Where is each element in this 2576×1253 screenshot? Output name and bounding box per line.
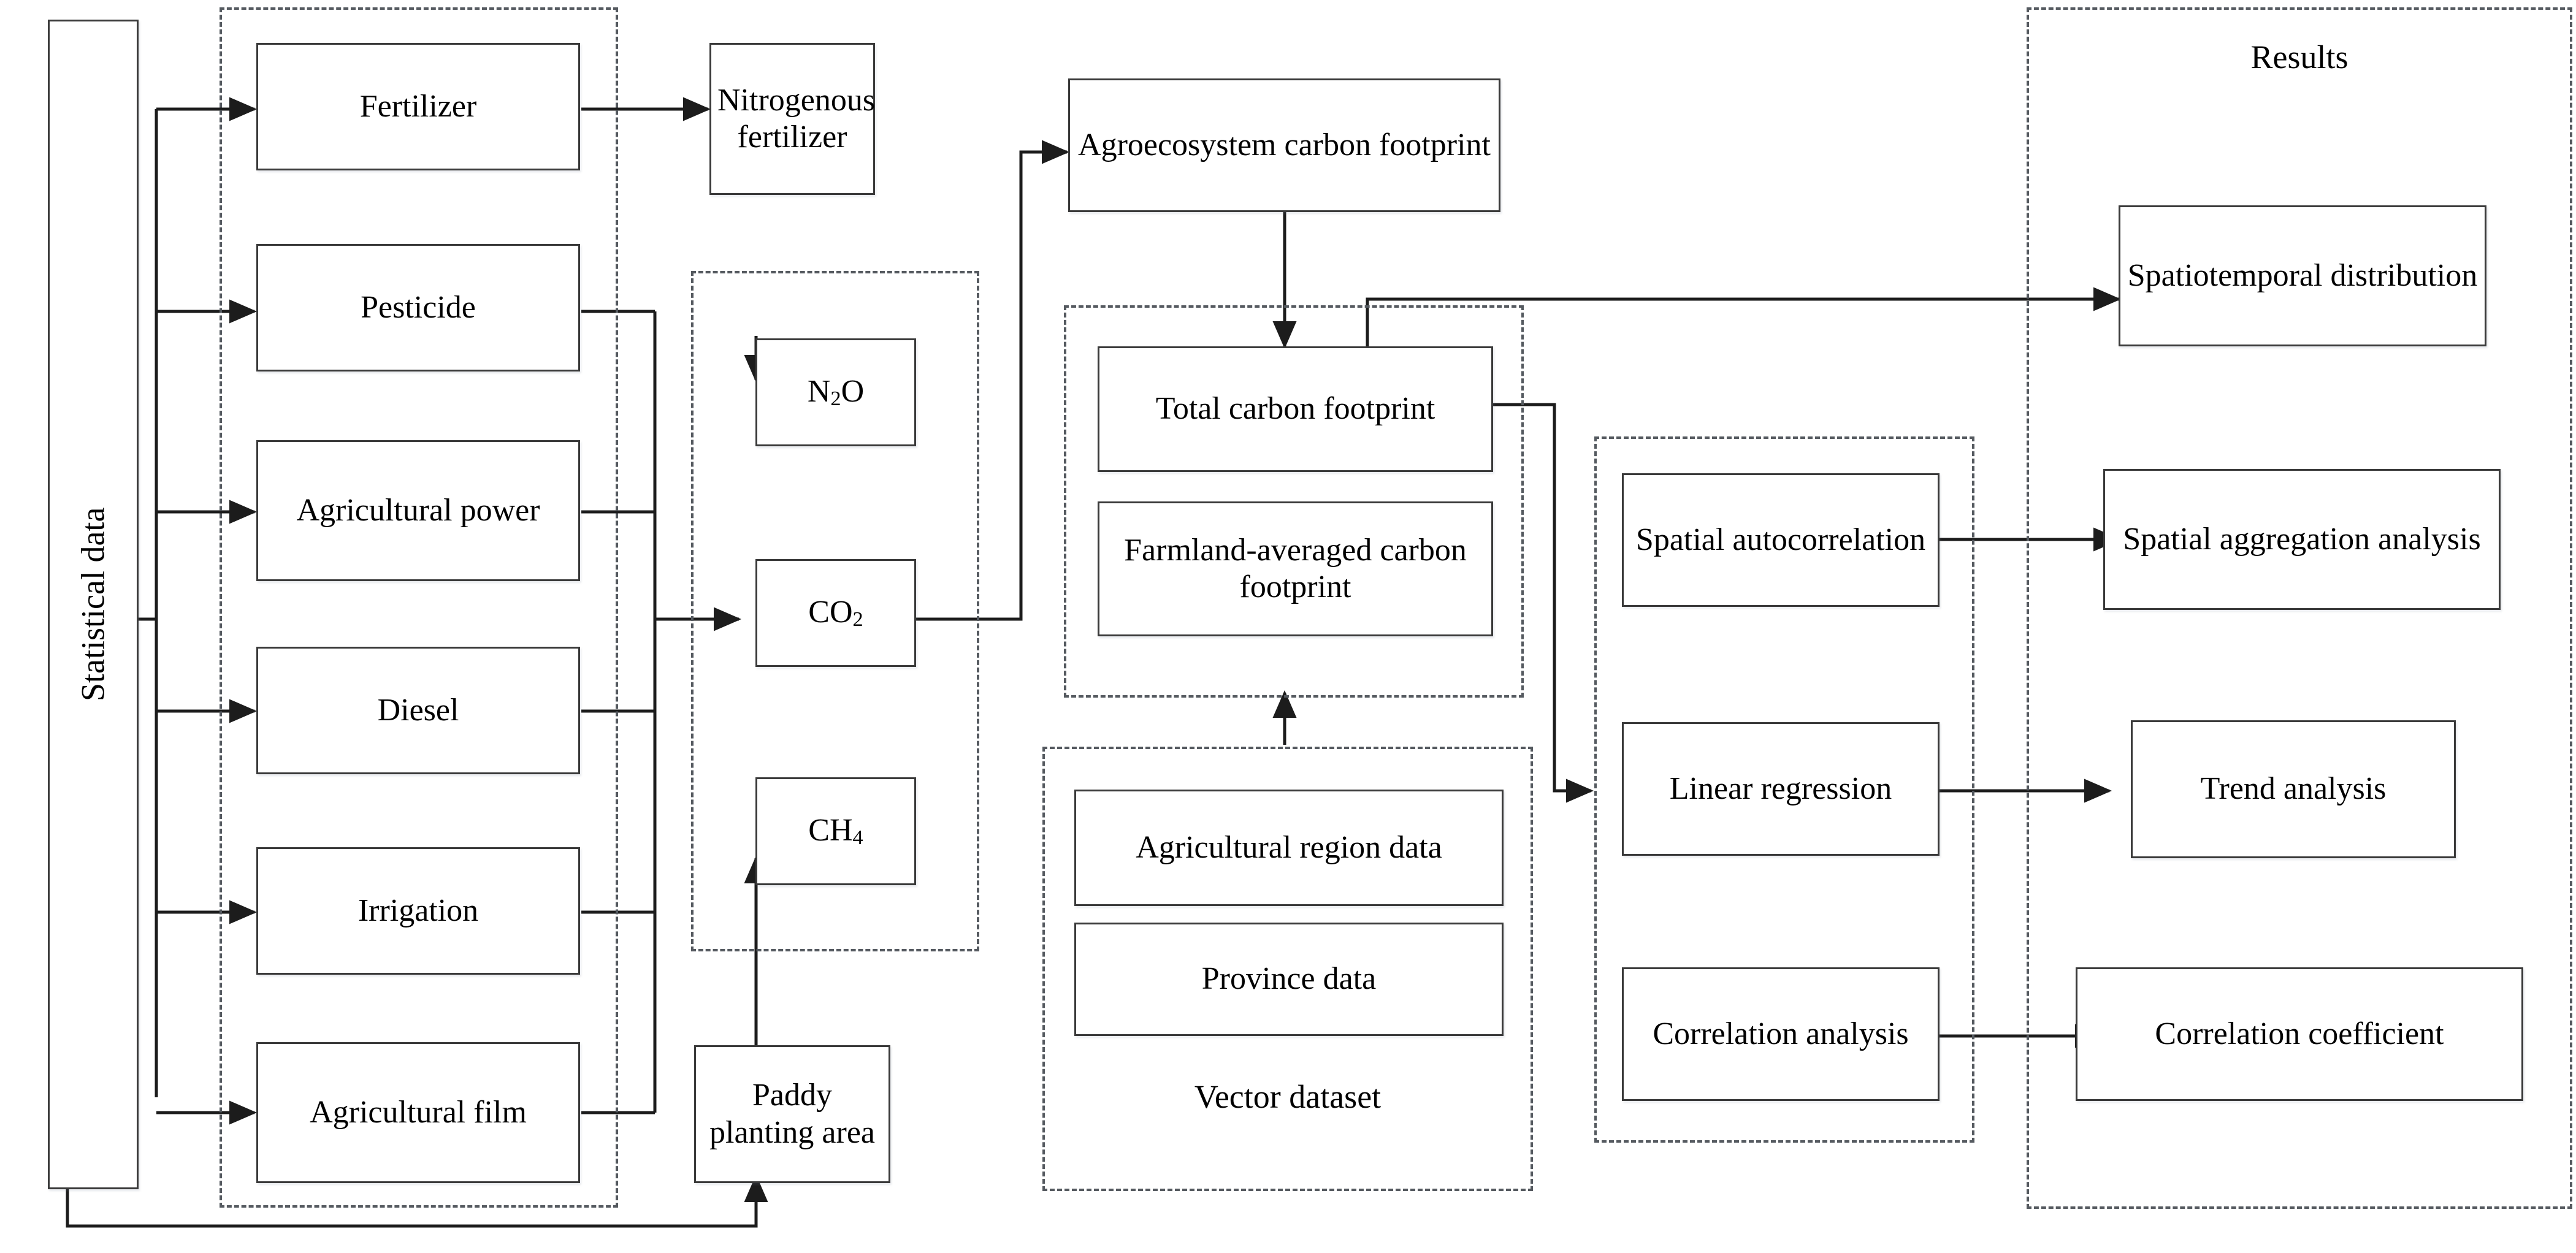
emission-box-co2[interactable]: CO2: [755, 559, 916, 667]
method-box-spatial-autocorrelation[interactable]: Spatial autocorrelation: [1622, 473, 1940, 607]
input-box-pesticide[interactable]: Pesticide: [256, 244, 580, 371]
emission-box-n2o[interactable]: N2O: [755, 338, 916, 446]
farmland-averaged-carbon-footprint-box[interactable]: Farmland-averaged carbon footprint: [1098, 501, 1493, 636]
method-box-linear-regression[interactable]: Linear regression: [1622, 722, 1940, 856]
result-box-spatiotemporal-distribution[interactable]: Spatiotemporal distribution: [2119, 205, 2486, 346]
input-label-irrigation: Irrigation: [357, 893, 479, 928]
spatial-aggregation-analysis-label: Spatial aggregation analysis: [2123, 521, 2481, 557]
results-group-boundary: [2027, 7, 2572, 1209]
trend-analysis-label: Trend analysis: [2200, 771, 2387, 807]
agricultural-region-data-label: Agricultural region data: [1136, 829, 1442, 865]
emission-label-co2: CO2: [808, 595, 863, 631]
nitrogenous-fertilizer-box[interactable]: Nitrogenous fertilizer: [709, 43, 875, 195]
farmland-averaged-carbon-footprint-label: Farmland-averaged carbon footprint: [1124, 532, 1467, 604]
correlation-analysis-label: Correlation analysis: [1653, 1016, 1909, 1051]
input-box-agricultural-power[interactable]: Agricultural power: [256, 440, 580, 581]
paddy-planting-area-label: Paddy planting area: [709, 1078, 875, 1150]
emission-label-n2o: N2O: [807, 374, 865, 411]
input-label-agricultural-power: Agricultural power: [296, 492, 540, 528]
input-label-agricultural-film: Agricultural film: [310, 1094, 527, 1130]
carbon-footprint-group-boundary: [1064, 305, 1524, 698]
results-caption: Results: [2250, 39, 2349, 75]
input-label-diesel: Diesel: [377, 692, 459, 728]
province-data-label: Province data: [1201, 961, 1377, 997]
total-carbon-footprint-box[interactable]: Total carbon footprint: [1098, 346, 1493, 472]
emission-label-ch4: CH4: [808, 813, 863, 850]
input-box-diesel[interactable]: Diesel: [256, 647, 580, 774]
spatial-autocorrelation-label: Spatial autocorrelation: [1635, 522, 1926, 557]
input-label-pesticide: Pesticide: [361, 289, 476, 325]
correlation-coefficient-label: Correlation coefficient: [2155, 1016, 2444, 1051]
nitrogenous-fertilizer-label: Nitrogenous fertilizer: [717, 82, 876, 154]
result-box-trend-analysis[interactable]: Trend analysis: [2131, 720, 2456, 858]
input-label-fertilizer: Fertilizer: [359, 88, 477, 124]
inputs-group-boundary: [220, 7, 618, 1208]
agroecosystem-carbon-footprint-label: Agroecosystem carbon footprint: [1078, 127, 1491, 162]
vector-dataset-caption: Vector dataset: [1194, 1078, 1382, 1115]
paddy-planting-area-box[interactable]: Paddy planting area: [694, 1045, 890, 1183]
input-box-irrigation[interactable]: Irrigation: [256, 847, 580, 975]
agroecosystem-carbon-footprint-box[interactable]: Agroecosystem carbon footprint: [1068, 78, 1500, 212]
emission-box-ch4[interactable]: CH4: [755, 777, 916, 885]
result-box-correlation-coefficient[interactable]: Correlation coefficient: [2076, 967, 2523, 1101]
spatiotemporal-distribution-label: Spatiotemporal distribution: [2127, 257, 2478, 293]
total-carbon-footprint-label: Total carbon footprint: [1155, 391, 1435, 427]
linear-regression-label: Linear regression: [1669, 771, 1892, 806]
vector-dataset-box-agricultural-region-data[interactable]: Agricultural region data: [1074, 790, 1504, 906]
result-box-spatial-aggregation-analysis[interactable]: Spatial aggregation analysis: [2103, 469, 2501, 610]
method-box-correlation-analysis[interactable]: Correlation analysis: [1622, 967, 1940, 1101]
methods-group-boundary: [1594, 436, 1974, 1143]
statistical-data-box[interactable]: Statistical data: [48, 20, 139, 1189]
statistical-data-label: Statistical data: [74, 507, 112, 702]
vector-dataset-box-province-data[interactable]: Province data: [1074, 923, 1504, 1036]
input-box-fertilizer[interactable]: Fertilizer: [256, 43, 580, 170]
vector-dataset-group-boundary: [1042, 747, 1533, 1191]
input-box-agricultural-film[interactable]: Agricultural film: [256, 1042, 580, 1183]
emissions-group-boundary: [691, 271, 979, 951]
